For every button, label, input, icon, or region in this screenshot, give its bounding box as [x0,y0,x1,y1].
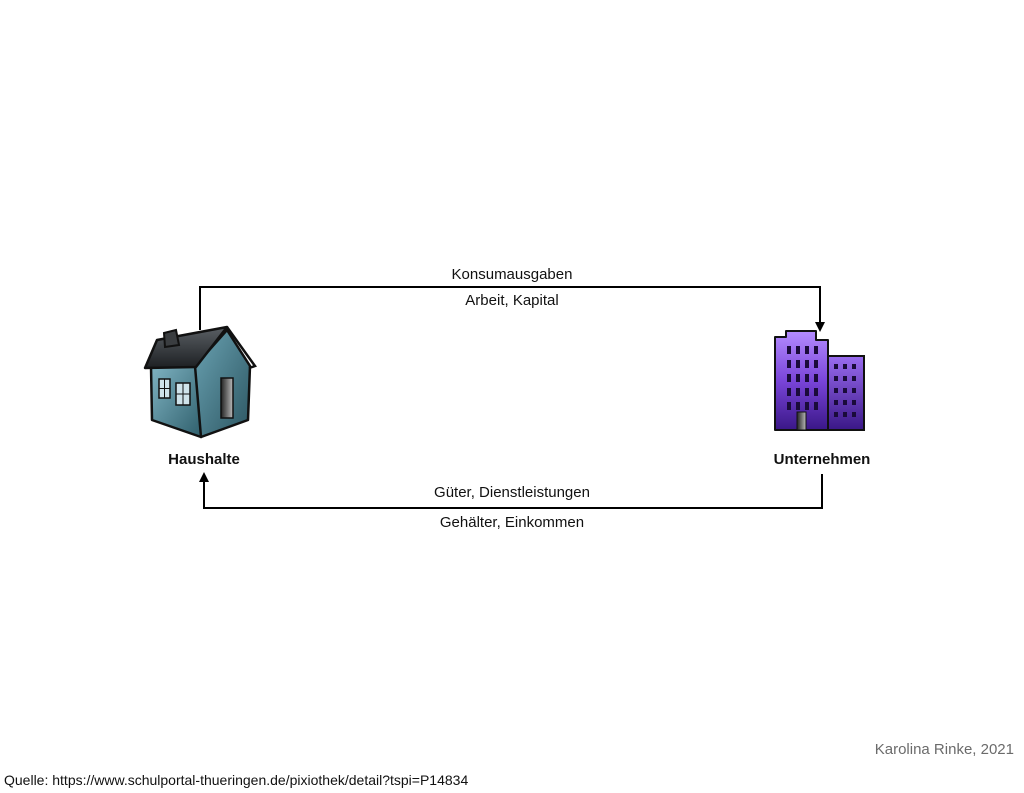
building-window [787,402,791,410]
building-window [843,376,847,381]
building-window [834,376,838,381]
node-label-companies: Unternehmen [773,451,871,468]
building-window [805,374,809,382]
node-label-households: Haushalte [168,451,240,468]
building-window [796,346,800,354]
flow-label-wages-income: Gehälter, Einkommen [439,514,585,531]
building-window [852,388,856,393]
building-window [796,388,800,396]
building-window [852,364,856,369]
flow-arrow-top [199,286,821,330]
building-window [814,374,818,382]
building-window [843,388,847,393]
building-window [805,346,809,354]
building-window [834,412,838,417]
building-window [843,400,847,405]
building-window [852,376,856,381]
building-window [805,388,809,396]
building-window [787,374,791,382]
flow-label-consumer-spending: Konsumausgaben [451,266,573,283]
building-window [834,400,838,405]
flow-arrow-bottom [203,474,823,509]
building-window [834,388,838,393]
source-citation: Quelle: https://www.schulportal-thuering… [4,772,469,788]
house-icon [143,325,258,439]
building-window [796,374,800,382]
arrowhead-down [815,322,825,332]
building-window [814,388,818,396]
building-window [814,402,818,410]
building-window [805,402,809,410]
building-window [814,346,818,354]
building-windows [787,346,856,417]
arrowhead-up [199,472,209,482]
building-window [843,364,847,369]
building-window [805,360,809,368]
building-window [796,402,800,410]
author-credit: Karolina Rinke, 2021 [874,741,1014,758]
building-window [796,360,800,368]
building-window [834,364,838,369]
building-window [843,412,847,417]
flow-label-goods-services: Güter, Dienstleistungen [434,484,590,501]
building-window [787,388,791,396]
building-window [787,346,791,354]
flow-label-labor-capital: Arbeit, Kapital [465,292,559,309]
office-building-icon [774,330,865,431]
building-window [787,360,791,368]
building-window [814,360,818,368]
building-window [852,400,856,405]
building-window [852,412,856,417]
